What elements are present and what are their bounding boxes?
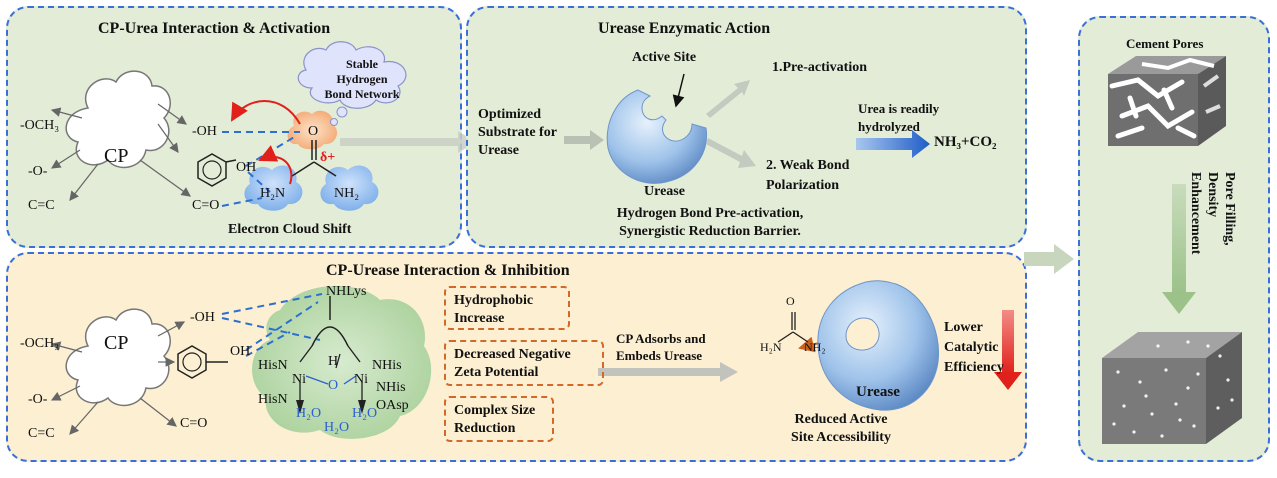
bridge-o-label: O [328,378,339,393]
reduced-line-2: Site Accessibility [791,430,891,445]
hisn-top-label: HisN [258,358,288,373]
carbonyl-label-c: C=O [180,416,208,431]
arrow-c-to-d [1024,244,1074,274]
cp-label-c: CP [104,332,129,354]
ni-1-label: Ni [292,372,306,387]
panel-cp-urea-drawing [50,41,407,211]
carbonyl-label: C=O [192,198,220,213]
weak-bond-label: 2. Weak Bond Polarization [766,158,850,193]
electron-cloud-caption: Electron Cloud Shift [228,222,352,237]
readily-hydrolyzed-label: Urea is readily hydrolyzed [858,101,940,134]
urea-h2n-label-c: H₂N [760,340,782,354]
effect-zeta: Decreased Negative Zeta Potential [444,340,604,386]
urea-nh2-label-c: NH₂ [804,340,826,354]
nhlys-label: NHLys [326,284,367,299]
group-och3-c: -OCH₃ [20,336,60,351]
nhis-bottom-label: NHis [376,380,406,395]
delta-plus-label: δ+ [320,150,336,165]
urea-o-label-c: O [786,294,795,308]
porous-cube-icon [1102,332,1242,444]
caption-line-2: Synergistic Reduction Barrier. [619,224,801,239]
urea-oxygen-label: O [308,124,319,139]
panel-urease-action [466,6,1027,248]
panel-cement-title: Cement Pores [1126,36,1204,51]
adsorbs-label: CP Adsorbs and Embeds Urease [616,331,706,363]
urease-label-c: Urease [856,384,900,400]
caption-line-1: Hydrogen Bond Pre-activation, [616,206,804,221]
hydroxyl-label-c: -OH [190,310,215,325]
panel-urease-action-title: Urease Enzymatic Action [598,20,771,37]
phenol-oh-label: OH [236,160,257,175]
panel-cement-drawing [1102,56,1242,444]
benzene-ring-icon [177,345,228,379]
reduced-line-1: Reduced Active [794,412,888,427]
urease-enzyme-icon [606,89,708,184]
group-alkene-c: C=C [28,426,55,441]
urea-h2n-label: H₂N [260,186,286,201]
bridge-h-label: H [328,354,339,369]
pore-filling-label: Pore Filling, Density Enhancement [1188,172,1237,255]
lower-efficiency-label: Lower Catalytic Efficiency [944,320,1004,375]
water-1-label: H₂O [296,406,322,421]
arrow-a-to-b [340,131,476,153]
cp-label: CP [104,145,129,167]
pre-activation-label: 1.Pre-activation [772,60,867,75]
group-ether: -O- [28,164,48,179]
phenol-oh-label-c: OH [230,344,251,359]
effect-size: Complex Size Reduction [444,396,554,442]
panel-cp-urea-title: CP-Urea Interaction & Activation [98,20,331,37]
ni-2-label: Ni [354,372,368,387]
oasp-label: OAsp [376,398,409,413]
nhis-top-label: NHis [372,358,402,373]
panel-cp-urease-title: CP-Urease Interaction & Inhibition [326,262,570,279]
cement-cube-icon [1108,56,1226,146]
benzene-ring-icon [197,153,237,187]
urease-label-b: Urease [644,184,685,199]
urease-enzyme-icon [817,280,940,411]
panel-urease-drawing [564,73,930,184]
optimized-substrate-label: Optimized Substrate for Urease [478,107,557,158]
panel-cp-urease-drawing [50,280,1022,439]
hydroxyl-label: -OH [192,124,217,139]
water-2-label: H₂O [324,420,350,435]
group-och3: -OCH₃ [20,118,60,133]
hisn-bottom-label: HisN [258,392,288,407]
water-3-label: H₂O [352,406,378,421]
bubble-label: Stable Hydrogen Bond Network [324,57,400,101]
active-site-label: Active Site [632,50,697,65]
urea-nh2-label: NH₂ [334,186,360,201]
thought-bubble-icon [297,41,407,126]
products-label: NH₃+CO₂ [934,134,997,150]
cp-cloud-icon [65,308,171,407]
group-ether-c: -O- [28,392,48,407]
cp-cloud-icon [65,70,171,169]
effect-hydrophobic: Hydrophobic Increase [444,286,570,330]
group-alkene: C=C [28,198,55,213]
